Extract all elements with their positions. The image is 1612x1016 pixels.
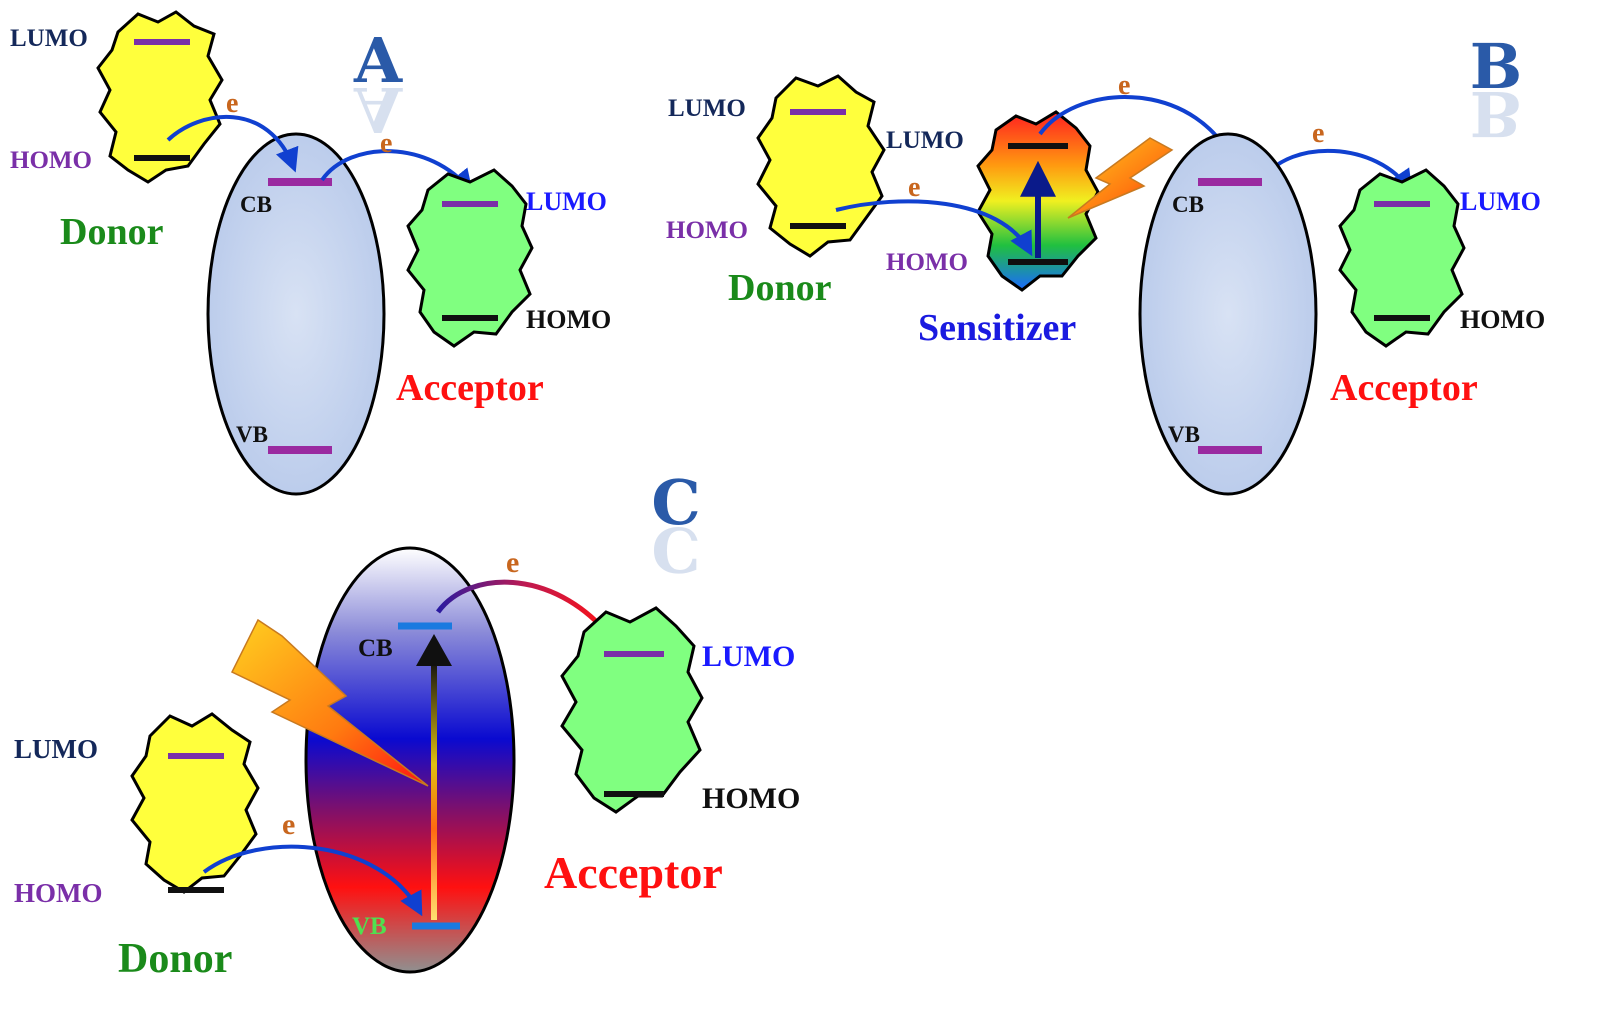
donor-label-c: Donor [118,936,232,982]
electron-label-a1: e [226,88,238,119]
vb-label-c: VB [352,913,387,940]
donor-lumo-label-c: LUMO [14,734,98,764]
electron-label-b1: e [908,172,920,203]
light-bolt-icon-b [1067,137,1174,219]
panel-letter-a: A [353,24,403,97]
panel-b: B B LUMO HOMO Donor LUMO HOMO Sensitizer… [666,30,1545,496]
sensitizer-homo-label-b: HOMO [886,249,968,276]
acceptor-lumo-label-b: LUMO [1460,187,1541,216]
panel-letter-b: B [1470,30,1522,103]
acceptor-lumo-label-c: LUMO [702,640,795,673]
electron-label-b3: e [1312,118,1324,149]
cb-to-acceptor-arrow-a [320,149,474,194]
light-bolt-icon-c [230,618,429,787]
sensitizer-lumo-label-b: LUMO [886,127,964,154]
donor-to-cb-arrow-a [166,115,299,173]
electron-label-c2: e [506,546,519,579]
acceptor-homo-label-a: HOMO [526,305,611,334]
acceptor-label-a: Acceptor [396,367,544,409]
donor-to-sensitizer-arrow-b [835,199,1033,257]
panel-c: C C CB VB LUMO HOMO Donor e e LUMO HOMO … [14,466,800,982]
donor-lumo-label-b: LUMO [668,95,746,122]
donor-homo-label-b: HOMO [666,217,748,244]
electron-label-b2: e [1118,70,1130,101]
acceptor-homo-label-b: HOMO [1460,305,1545,334]
panel-a: A A LUMO HOMO Donor CB VB e e LUMO HOMO … [10,10,611,496]
donor-homo-label-a: HOMO [10,147,92,174]
excitation-arrow-shaft-c [431,660,437,920]
panel-letter-c: C [651,466,700,539]
cb-label-b: CB [1172,192,1204,217]
acceptor-lumo-label-a: LUMO [526,187,607,216]
acceptor-homo-label-c: HOMO [702,782,800,815]
electron-label-a2: e [380,128,392,159]
excitation-arrow-head-c [416,634,452,666]
cb-label-c: CB [358,635,393,662]
acceptor-label-b: Acceptor [1330,367,1478,409]
electron-label-c1: e [282,808,295,841]
cb-to-acceptor-arrow-c [435,579,620,649]
donor-homo-label-c: HOMO [14,878,103,908]
vb-label-b: VB [1168,422,1200,447]
panel-letter-b-reflection: B [1470,77,1522,150]
donor-to-vb-arrow-c [202,844,423,917]
donor-label-a: Donor [60,211,164,253]
sensitizer-label-b: Sensitizer [918,307,1076,349]
acceptor-label-c: Acceptor [544,847,723,898]
vb-label-a: VB [236,422,268,447]
panel-letter-c-reflection: C [651,513,700,586]
panel-letter-a-reflection: A [353,73,403,146]
donor-molecule-b [756,74,886,258]
semiconductor-c [304,546,516,974]
cb-label-a: CB [240,192,272,217]
donor-label-b: Donor [728,267,832,309]
donor-lumo-label-a: LUMO [10,25,88,52]
